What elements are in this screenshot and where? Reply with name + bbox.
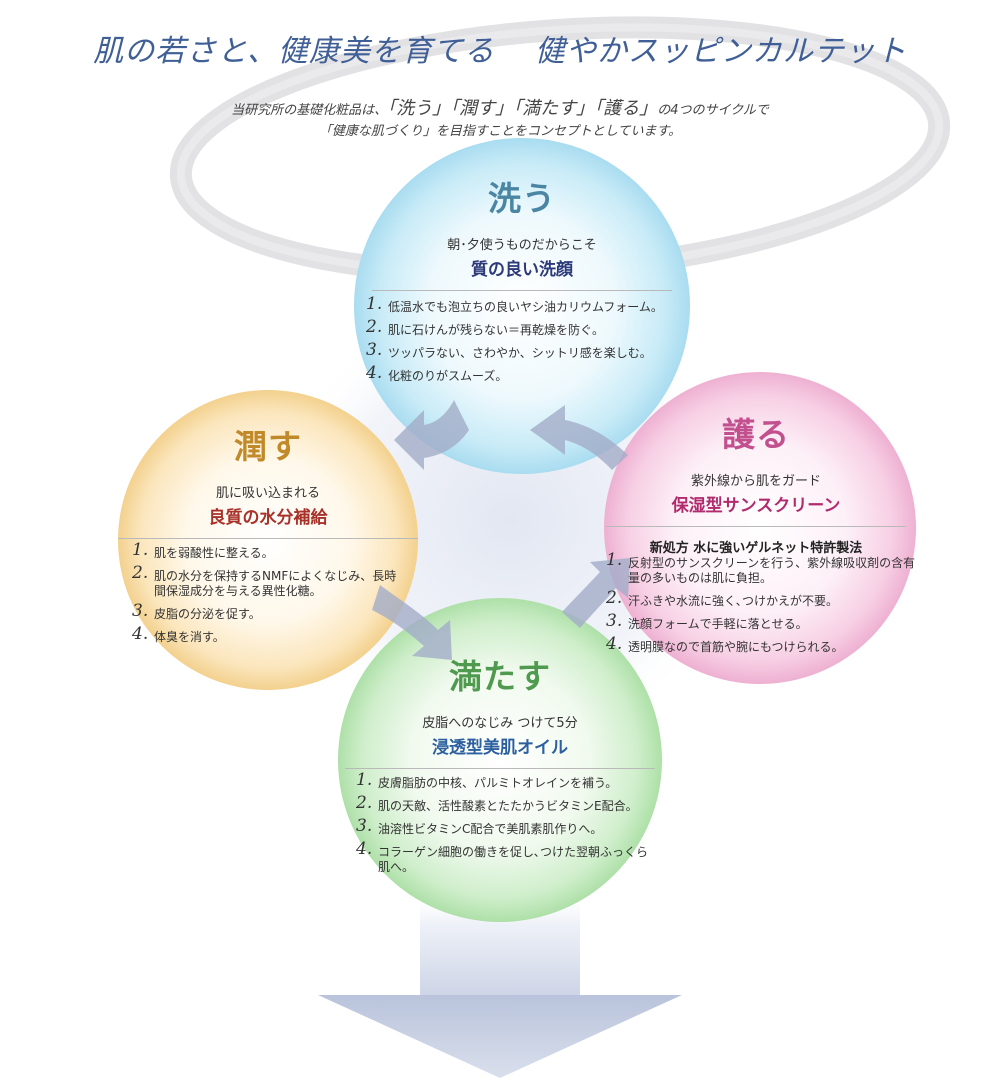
fill-list: 1. 皮膚脂肪の中核、パルミトオレインを補う。 2. 肌の天敵、活性酸素とたたかうビ… [356, 770, 656, 883]
protect-divider [606, 526, 906, 527]
item-text: 透明膜なので首筋や腕にもつけられる。 [628, 640, 844, 654]
wash-list: 1. 低温水でも泡立ちの良いヤシ油カリウムフォーム。 2. 肌に石けんが残らない＝再… [366, 294, 696, 392]
intro-text: 当研究所の基礎化粧品は、「洗う」「潤す」「満たす」「護る」の4つのサイクルで 「… [0, 98, 1000, 142]
item-number: 4. [366, 363, 383, 383]
protect-section: 護る 紫外線から肌をガード 保湿型サンスクリーン 新処方 水に強いゲルネット特許… [606, 408, 906, 556]
cycle-arrows [372, 400, 630, 660]
wash-title: 洗う [488, 179, 556, 218]
list-item: 1. 低温水でも泡立ちの良いヤシ油カリウムフォーム。 [366, 294, 696, 315]
item-number: 4. [606, 634, 623, 654]
list-item: 4.コラーゲン細胞の働きを促し､つけた翌朝ふっくら肌へ。 [356, 839, 656, 875]
moisten-title: 潤す [234, 427, 302, 466]
list-item: 4. 透明膜なので首筋や腕にもつけられる。 [606, 634, 916, 655]
protect-list: 1.反射型のサンスクリーンを行う、紫外線吸収剤の含有量の多いものは肌に負担。 2… [606, 550, 916, 663]
wash-subtitle: 朝･夕使うものだからこそ [447, 238, 597, 253]
wash-circle [354, 138, 690, 474]
list-item: 4. 体臭を消す。 [132, 624, 397, 645]
item-number: 3. [356, 816, 373, 836]
list-item: 1. 皮膚脂肪の中核、パルミトオレインを補う。 [356, 770, 656, 791]
item-text: 肌を弱酸性に整える。 [154, 546, 274, 560]
list-item: 3. ツッパラない、さわやか、シットリ感を楽しむ。 [366, 340, 696, 361]
intro-cycle-2: 「潤す」 [450, 98, 514, 119]
intro-line-2: 「健康な肌づくり」を目指すことをコンセプトとしています。 [318, 124, 682, 139]
moisten-subtitle: 肌に吸い込まれる [215, 486, 320, 501]
item-text: 皮膚脂肪の中核、パルミトオレインを補う。 [378, 776, 618, 790]
item-number: 4. [356, 839, 373, 859]
list-item: 2. 肌に石けんが残らない＝再乾燥を防ぐ。 [366, 317, 696, 338]
item-number: 2. [356, 793, 373, 813]
list-item: 2. 肌の天敵、活性酸素とたたかうビタミンE配合。 [356, 793, 656, 814]
fill-section: 満たす 皮脂へのなじみ つけて5分 浸透型美肌オイル [345, 650, 655, 769]
item-number: 3. [606, 611, 623, 631]
fill-heading: 浸透型美肌オイル [432, 738, 568, 758]
list-item: 4. 化粧のりがスムーズ。 [366, 363, 696, 384]
item-text: 油溶性ビタミンC配合で美肌素肌作りへ。 [378, 822, 603, 836]
item-number: 2. [132, 563, 149, 583]
moisten-divider [118, 538, 418, 539]
protect-note: 新処方 水に強いゲルネット特許製法 [649, 541, 863, 556]
protect-heading: 保湿型サンスクリーン [671, 496, 841, 516]
protect-circle [604, 372, 916, 684]
item-number: 1. [606, 550, 623, 570]
moisten-circle [118, 390, 418, 690]
item-text: コラーゲン細胞の働きを促し､つけた翌朝ふっくら肌へ。 [378, 845, 649, 874]
intro-cycle-1: 「洗う」 [387, 98, 451, 119]
page-title: 肌の若さと、健康美を育てる 健やかスッピンカルテット [0, 26, 1000, 70]
item-text: ツッパラない、さわやか、シットリ感を楽しむ。 [388, 346, 652, 360]
wash-section: 洗う 朝･夕使うものだからこそ 質の良い洗顔 [362, 172, 682, 291]
item-text: 反射型のサンスクリーンを行う、紫外線吸収剤の含有量の多いものは肌に負担。 [628, 556, 916, 585]
item-number: 1. [356, 770, 373, 790]
fill-subtitle: 皮脂へのなじみ つけて5分 [422, 716, 578, 731]
list-item: 3. 皮脂の分泌を促す。 [132, 601, 397, 622]
list-item: 1. 肌を弱酸性に整える。 [132, 540, 397, 561]
title-right: 健やかスッピンカルテット [534, 34, 907, 69]
fill-divider [345, 768, 655, 769]
fill-circle [338, 598, 662, 922]
wash-divider [372, 290, 672, 291]
moisten-list: 1. 肌を弱酸性に整える。 2.肌の水分を保持するNMFによくなじみ、長時間保湿成… [132, 540, 397, 653]
protect-title: 護る [722, 415, 790, 454]
item-text: 汗ふきや水流に強く､つけかえが不要。 [628, 594, 839, 608]
item-number: 2. [606, 588, 623, 608]
protect-subtitle: 紫外線から肌をガード [690, 474, 821, 489]
intro-line-1: 当研究所の基礎化粧品は、「洗う」「潤す」「満たす」「護る」の4つのサイクルで [0, 98, 1000, 121]
title-left: 肌の若さと、健康美を育てる [93, 34, 495, 69]
item-number: 3. [366, 340, 383, 360]
list-item: 2. 汗ふきや水流に強く､つけかえが不要。 [606, 588, 916, 609]
wash-heading: 質の良い洗顔 [471, 260, 573, 280]
item-text: 肌に石けんが残らない＝再乾燥を防ぐ。 [388, 323, 605, 337]
item-text: 洗顔フォームで手軽に落とせる。 [628, 617, 808, 631]
fill-title: 満たす [449, 657, 551, 696]
list-item: 2.肌の水分を保持するNMFによくなじみ、長時間保湿成分を与える異性化糖。 [132, 563, 397, 599]
item-number: 1. [366, 294, 383, 314]
item-number: 2. [366, 317, 383, 337]
item-number: 1. [132, 540, 149, 560]
moisten-section: 潤す 肌に吸い込まれる 良質の水分補給 [118, 420, 418, 539]
list-item: 1.反射型のサンスクリーンを行う、紫外線吸収剤の含有量の多いものは肌に負担。 [606, 550, 916, 586]
list-item: 3. 洗顔フォームで手軽に落とせる。 [606, 611, 916, 632]
intro-line1-pre: 当研究所の基礎化粧品は、 [231, 103, 388, 118]
item-text: 肌の水分を保持するNMFによくなじみ、長時間保湿成分を与える異性化糖。 [154, 569, 397, 598]
item-number: 4. [132, 624, 149, 644]
item-text: 化粧のりがスムーズ。 [388, 369, 508, 383]
intro-cycle-3: 「満たす」 [513, 98, 595, 119]
intro-cycle-4: 「護る」 [594, 98, 658, 119]
item-text: 低温水でも泡立ちの良いヤシ油カリウムフォーム。 [388, 300, 663, 314]
item-text: 肌の天敵、活性酸素とたたかうビタミンE配合。 [378, 799, 638, 813]
item-number: 3. [132, 601, 149, 621]
item-text: 体臭を消す。 [154, 630, 225, 644]
moisten-heading: 良質の水分補給 [208, 508, 328, 528]
item-text: 皮脂の分泌を促す。 [154, 607, 261, 621]
list-item: 3. 油溶性ビタミンC配合で美肌素肌作りへ。 [356, 816, 656, 837]
intro-line1-post: の4つのサイクルで [657, 103, 769, 118]
